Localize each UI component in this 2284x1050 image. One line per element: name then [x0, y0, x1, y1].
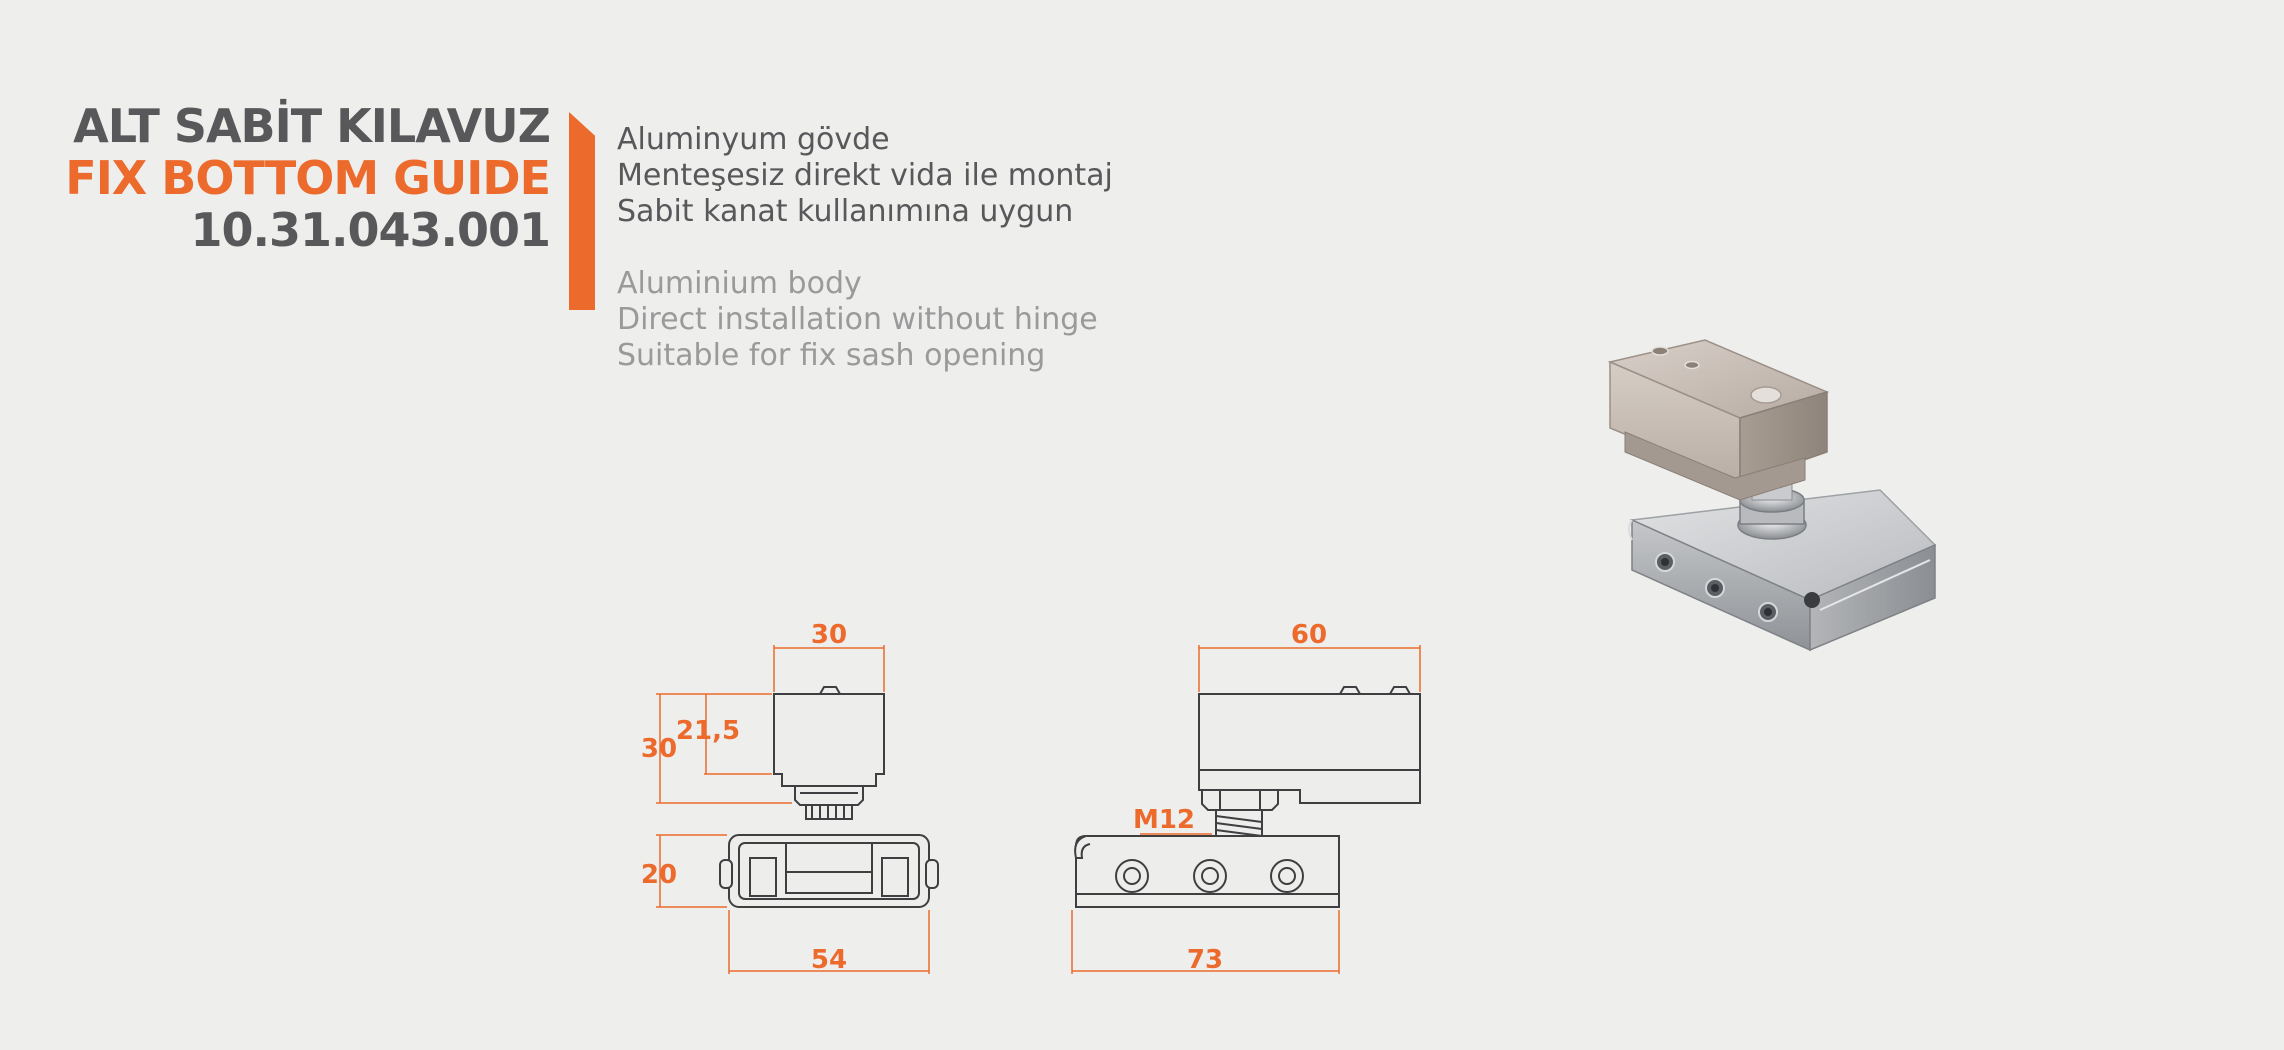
side-dimensions [1071, 645, 1421, 974]
dim-front-width-top: 30 [811, 620, 847, 650]
product-render [1607, 339, 1937, 652]
feature-tr-1: Aluminyum gövde [617, 122, 890, 157]
dim-front-height-base: 20 [641, 860, 677, 890]
front-view [719, 686, 939, 908]
front-nut [794, 785, 864, 806]
side-hole-3 [1270, 859, 1304, 893]
feature-en-2: Direct installation without hinge [617, 302, 1098, 337]
side-view [1074, 686, 1421, 908]
title-turkish: ALT SABİT KILAVUZ [73, 99, 551, 153]
front-dimensions [656, 645, 930, 974]
front-left-tab [719, 859, 733, 889]
side-nut [1201, 789, 1279, 811]
dim-front-width-base: 54 [811, 945, 847, 975]
side-upper-block [1198, 693, 1421, 804]
feature-tr-2: Menteşesiz direkt vida ile montaj [617, 158, 1113, 193]
feature-tr-3: Sabit kanat kullanımına uygun [617, 194, 1074, 229]
features-english: Aluminium body Direct installation witho… [617, 266, 1113, 374]
side-hole-1 [1115, 859, 1149, 893]
dim-side-width-top: 60 [1291, 620, 1327, 650]
front-top-lug [819, 686, 841, 695]
feature-en-1: Aluminium body [617, 266, 862, 301]
title-english: FIX BOTTOM GUIDE [65, 151, 551, 205]
features-turkish: Aluminyum gövde Menteşesiz direkt vida i… [617, 122, 1113, 230]
accent-bar [569, 112, 595, 310]
front-channel [785, 842, 873, 894]
dim-side-width-base: 73 [1187, 945, 1223, 975]
dim-front-height-top: 21,5 [676, 716, 740, 746]
dim-front-height-total: 30 [641, 734, 677, 764]
title-block: ALT SABİT KILAVUZ FIX BOTTOM GUIDE 10.31… [65, 99, 551, 257]
front-right-tab [925, 859, 939, 889]
product-code: 10.31.043.001 [190, 203, 551, 257]
feature-list: Aluminyum gövde Menteşesiz direkt vida i… [617, 122, 1113, 374]
front-upper-block [773, 693, 885, 787]
side-hole-2 [1193, 859, 1227, 893]
block-bore [1750, 386, 1782, 404]
feature-en-3: Suitable for fix sash opening [617, 338, 1046, 373]
block-hole-2 [1684, 360, 1700, 370]
dim-side-thread: M12 [1133, 805, 1195, 835]
block-hole-1 [1651, 346, 1669, 356]
